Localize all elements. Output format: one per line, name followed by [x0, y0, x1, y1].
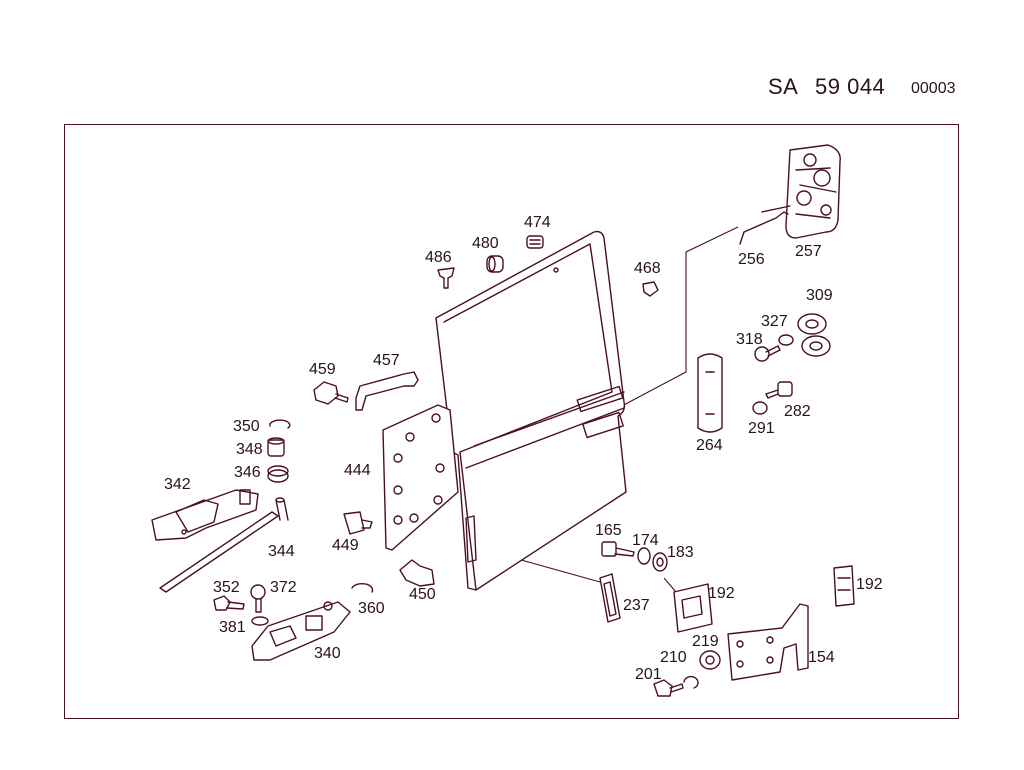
diagram-header: SA 59 044 00003 [768, 74, 968, 104]
callout-372: 372 [270, 579, 297, 596]
leader-line-lock [619, 226, 739, 408]
callout-468: 468 [634, 260, 661, 277]
lock-rod [739, 205, 791, 245]
callout-474: 474 [524, 214, 551, 231]
washer-174 [637, 547, 651, 565]
lock-washer-210 [683, 675, 699, 689]
washer-219 [699, 650, 721, 670]
shim-192-center [673, 583, 713, 633]
rivet-449 [343, 511, 373, 535]
callout-459: 459 [309, 361, 336, 378]
screw-352 [213, 595, 245, 611]
fastener-450 [399, 559, 435, 587]
plug-468 [642, 281, 659, 297]
washer-327 [778, 334, 794, 346]
callout-291: 291 [748, 420, 775, 437]
clip-486 [437, 267, 455, 289]
callout-309: 309 [806, 287, 833, 304]
screw-459 [313, 381, 349, 405]
callout-352: 352 [213, 579, 240, 596]
mounting-plate [382, 404, 459, 551]
callout-346: 346 [234, 464, 261, 481]
washer-291 [752, 401, 768, 415]
diagram-code: SA [768, 74, 799, 99]
shim-192-right [833, 565, 855, 607]
hinge-340 [251, 601, 351, 661]
callout-201: 201 [635, 666, 662, 683]
bracket-342 [151, 489, 259, 541]
callout-360: 360 [358, 600, 385, 617]
callout-192-center: 192 [708, 585, 735, 602]
guide-237 [599, 573, 621, 623]
screw-318 [754, 345, 781, 362]
screw-372 [250, 584, 266, 613]
callout-350: 350 [233, 418, 260, 435]
callout-264: 264 [696, 437, 723, 454]
callout-457: 457 [373, 352, 400, 369]
diagram-frame [64, 124, 959, 719]
callout-210: 210 [660, 649, 687, 666]
callout-344: 344 [268, 543, 295, 560]
sheet-number: 00003 [911, 80, 956, 97]
diagram-number: 59 044 [815, 74, 886, 99]
callout-327: 327 [761, 313, 788, 330]
callout-449: 449 [332, 537, 359, 554]
callout-348: 348 [236, 441, 263, 458]
callout-labels: 474 486 480 468 256 257 309 327 318 282 … [164, 214, 883, 683]
circlip-350 [269, 419, 291, 429]
callout-381: 381 [219, 619, 246, 636]
callout-165: 165 [595, 522, 622, 539]
hinge-154 [727, 603, 809, 681]
strap-344 [159, 497, 289, 593]
callout-318: 318 [736, 331, 763, 348]
callout-192-right: 192 [856, 576, 883, 593]
callout-480: 480 [472, 235, 499, 252]
callout-257: 257 [795, 243, 822, 260]
callout-450: 450 [409, 586, 436, 603]
leader-line-washer [663, 577, 677, 593]
strike-264 [697, 353, 723, 433]
callout-340: 340 [314, 645, 341, 662]
callout-219: 219 [692, 633, 719, 650]
grommet-346 [267, 465, 289, 483]
callout-444: 444 [344, 462, 371, 479]
grommet-309 [797, 313, 831, 357]
callout-486: 486 [425, 249, 452, 266]
bushing-348 [267, 437, 285, 457]
bushing-480 [486, 255, 504, 273]
callout-256: 256 [738, 251, 765, 268]
handle-457 [355, 371, 419, 411]
callout-282: 282 [784, 403, 811, 420]
door-lock [785, 144, 841, 239]
screw-201 [653, 679, 684, 697]
clip-360 [351, 582, 374, 593]
callout-174: 174 [632, 532, 659, 549]
washer-381 [251, 616, 269, 626]
door-panel [435, 230, 627, 591]
screw-282 [765, 381, 793, 399]
callout-154: 154 [808, 649, 835, 666]
callout-237: 237 [623, 597, 650, 614]
callout-183: 183 [667, 544, 694, 561]
washer-183 [652, 552, 668, 572]
callout-342: 342 [164, 476, 191, 493]
clip-474 [526, 235, 544, 249]
screw-165 [601, 541, 635, 557]
